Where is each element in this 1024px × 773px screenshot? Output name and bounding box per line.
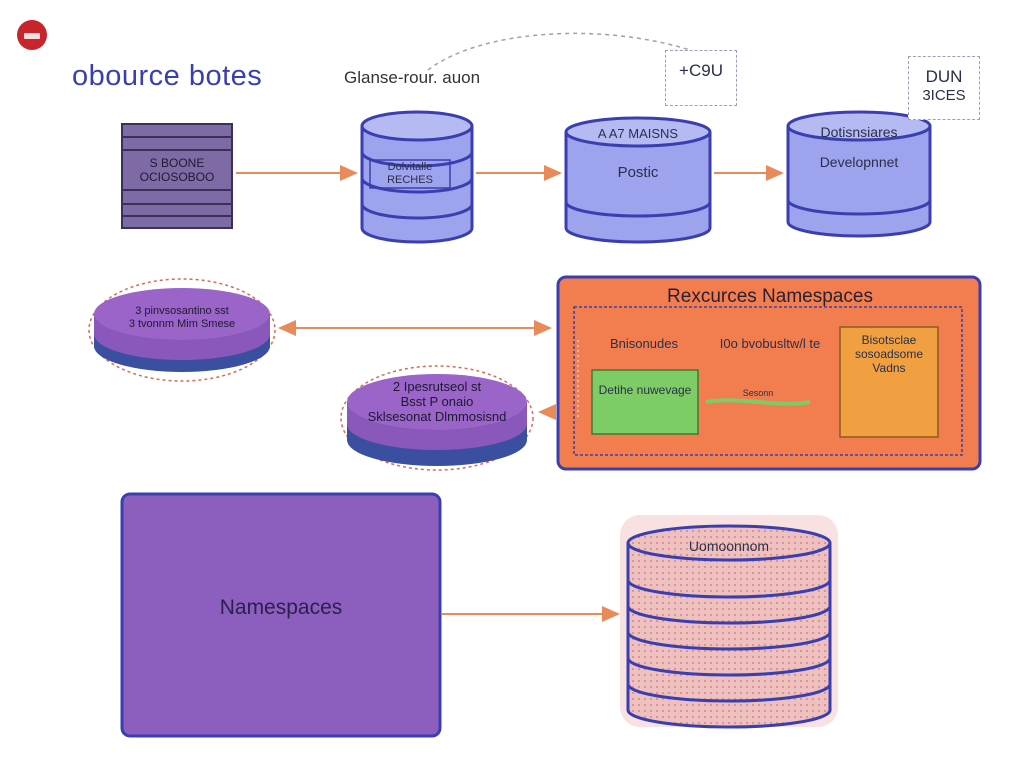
- db2-label-line1: A A7 MAISNS: [597, 126, 679, 141]
- server-stack: [121, 123, 233, 229]
- disk1-label: 3 pinvsosantino sst 3 tvonnm Mim Smese: [100, 305, 264, 330]
- resource-col3: Bisotsclae sosoadsome Vadns: [854, 333, 924, 375]
- disk2-label-line2: Bsst P onaio: [400, 393, 474, 409]
- cpu-box-line1: +C9U: [679, 61, 723, 80]
- cpu-box: +C9U: [665, 50, 737, 106]
- dun-box-line1: DUN: [925, 67, 963, 86]
- database-3: [786, 110, 932, 238]
- db3-label: Dotisnsiares Developnnet: [790, 124, 928, 170]
- disk2-label: 2 Ipesrutseol st Bsst P onaio Sklsesonat…: [350, 379, 524, 425]
- disk2-label-line1: 2 Ipesrutseol st: [392, 379, 482, 394]
- green-box-label: Detihe nuwevage: [598, 383, 692, 397]
- connector-label: Sesonn: [742, 388, 774, 398]
- top-label: Glanse-rour. auon: [344, 68, 481, 87]
- db2-label: A A7 MAISNS Postic: [570, 126, 706, 181]
- dashed-connector: [427, 32, 691, 71]
- dun-box-line2: 3ICES: [922, 87, 966, 104]
- database-1: [360, 110, 474, 244]
- dun-box: DUN 3ICES: [908, 56, 980, 120]
- logo-icon: [17, 20, 47, 50]
- disk2-label-line3: Sklsesonat Dlmmosisnd: [367, 408, 507, 424]
- db3-label-line2: Developnnet: [819, 154, 899, 171]
- database-2: [564, 116, 712, 244]
- disk-1: [88, 278, 276, 382]
- namespaces-box-shape: [120, 492, 442, 738]
- resource-col2: I0o bvobusltw/l te: [719, 336, 821, 351]
- big-db-label: Uomoonnom: [688, 538, 770, 554]
- db1-label-line1: Dolvitalle: [387, 161, 433, 173]
- db3-label-line1: Dotisnsiares: [820, 124, 898, 140]
- server-label: S BOONE OCIOSOBOO: [124, 156, 230, 185]
- namespaces-label: Namespaces: [219, 596, 343, 619]
- disk1-label-line2: 3 tvonnm Mim Smese: [128, 317, 236, 330]
- server-label-line1: S BOONE: [149, 156, 205, 170]
- db1-label-line2: RECHES: [387, 173, 433, 186]
- resource-col1: Bnisonudes: [610, 336, 678, 351]
- db2-label-line2: Postic: [617, 163, 659, 181]
- disk-2: [340, 365, 534, 471]
- diagram-title: obource botes: [72, 60, 263, 92]
- server-label-line2: OCIOSOBOO: [139, 169, 215, 184]
- resource-panel-title: Rexcurces Namespaces: [667, 286, 873, 307]
- disk1-label-line1: 3 pinvsosantino sst: [135, 305, 229, 317]
- resource-panel: [556, 275, 982, 471]
- big-database: [620, 515, 838, 729]
- db1-label: Dolvitalle RECHES: [372, 161, 448, 186]
